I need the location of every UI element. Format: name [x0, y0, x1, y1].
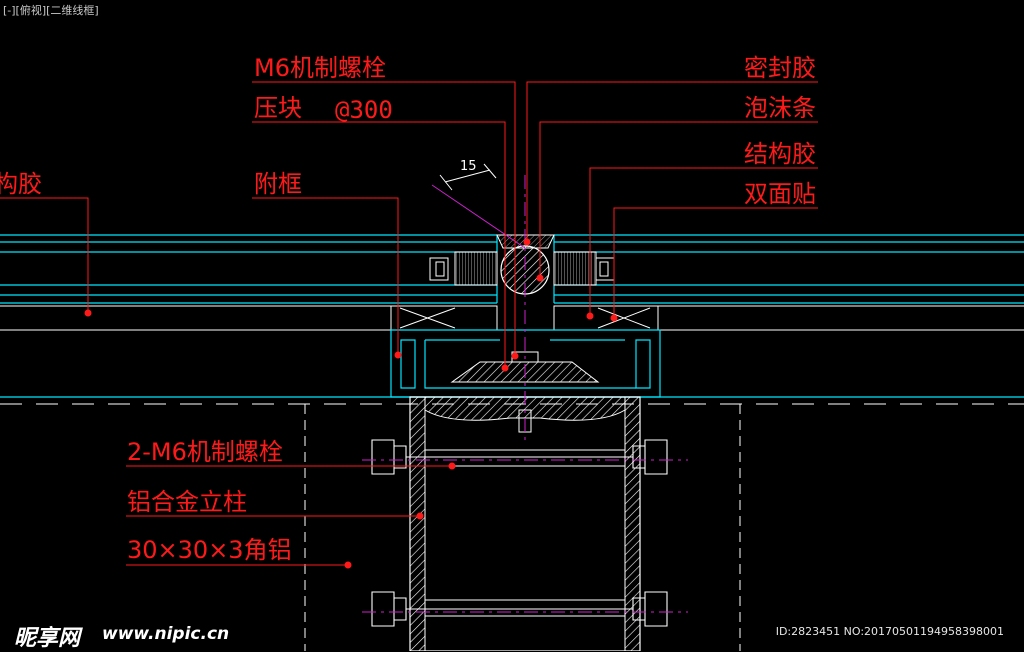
spacer-blocks: [429, 251, 615, 286]
callout-sub-frame: 附框: [254, 170, 302, 198]
callout-pressure-block: 压块: [254, 94, 302, 122]
callout-foam-strip: 泡沫条: [744, 94, 816, 122]
callout-aluminum-mullion: 铝合金立柱: [127, 488, 247, 516]
viewport-label[interactable]: [-][俯视][二维线框]: [3, 4, 99, 17]
aluminium-subframe: [390, 329, 661, 398]
callout-m6-bolt: M6机制螺栓: [254, 54, 386, 82]
mullion: [304, 396, 741, 651]
watermark-logo: 昵享网: [14, 626, 81, 651]
dimension-value: 15: [460, 159, 477, 174]
callout-two-m6-bolt: 2-M6机制螺栓: [127, 438, 283, 466]
watermark-url: www.nipic.cn: [102, 624, 230, 644]
leader-lines: [0, 81, 818, 566]
bolts: [371, 439, 668, 627]
centerlines: [362, 175, 688, 613]
callout-angle-aluminum: 30×30×3角铝: [127, 536, 292, 564]
callout-spacing: @300: [335, 96, 393, 124]
watermark-id: ID:2823451 NO:20170501194958398001: [775, 625, 1004, 638]
callout-structural-glue-left: 结构胶: [0, 170, 42, 198]
callout-structural-glue-right: 结构胶: [744, 140, 816, 168]
leader-dots: [84, 238, 618, 569]
callout-double-sided-tape: 双面贴: [744, 180, 816, 208]
callout-sealant: 密封胶: [744, 54, 816, 82]
dimension-15: 15: [439, 159, 497, 191]
